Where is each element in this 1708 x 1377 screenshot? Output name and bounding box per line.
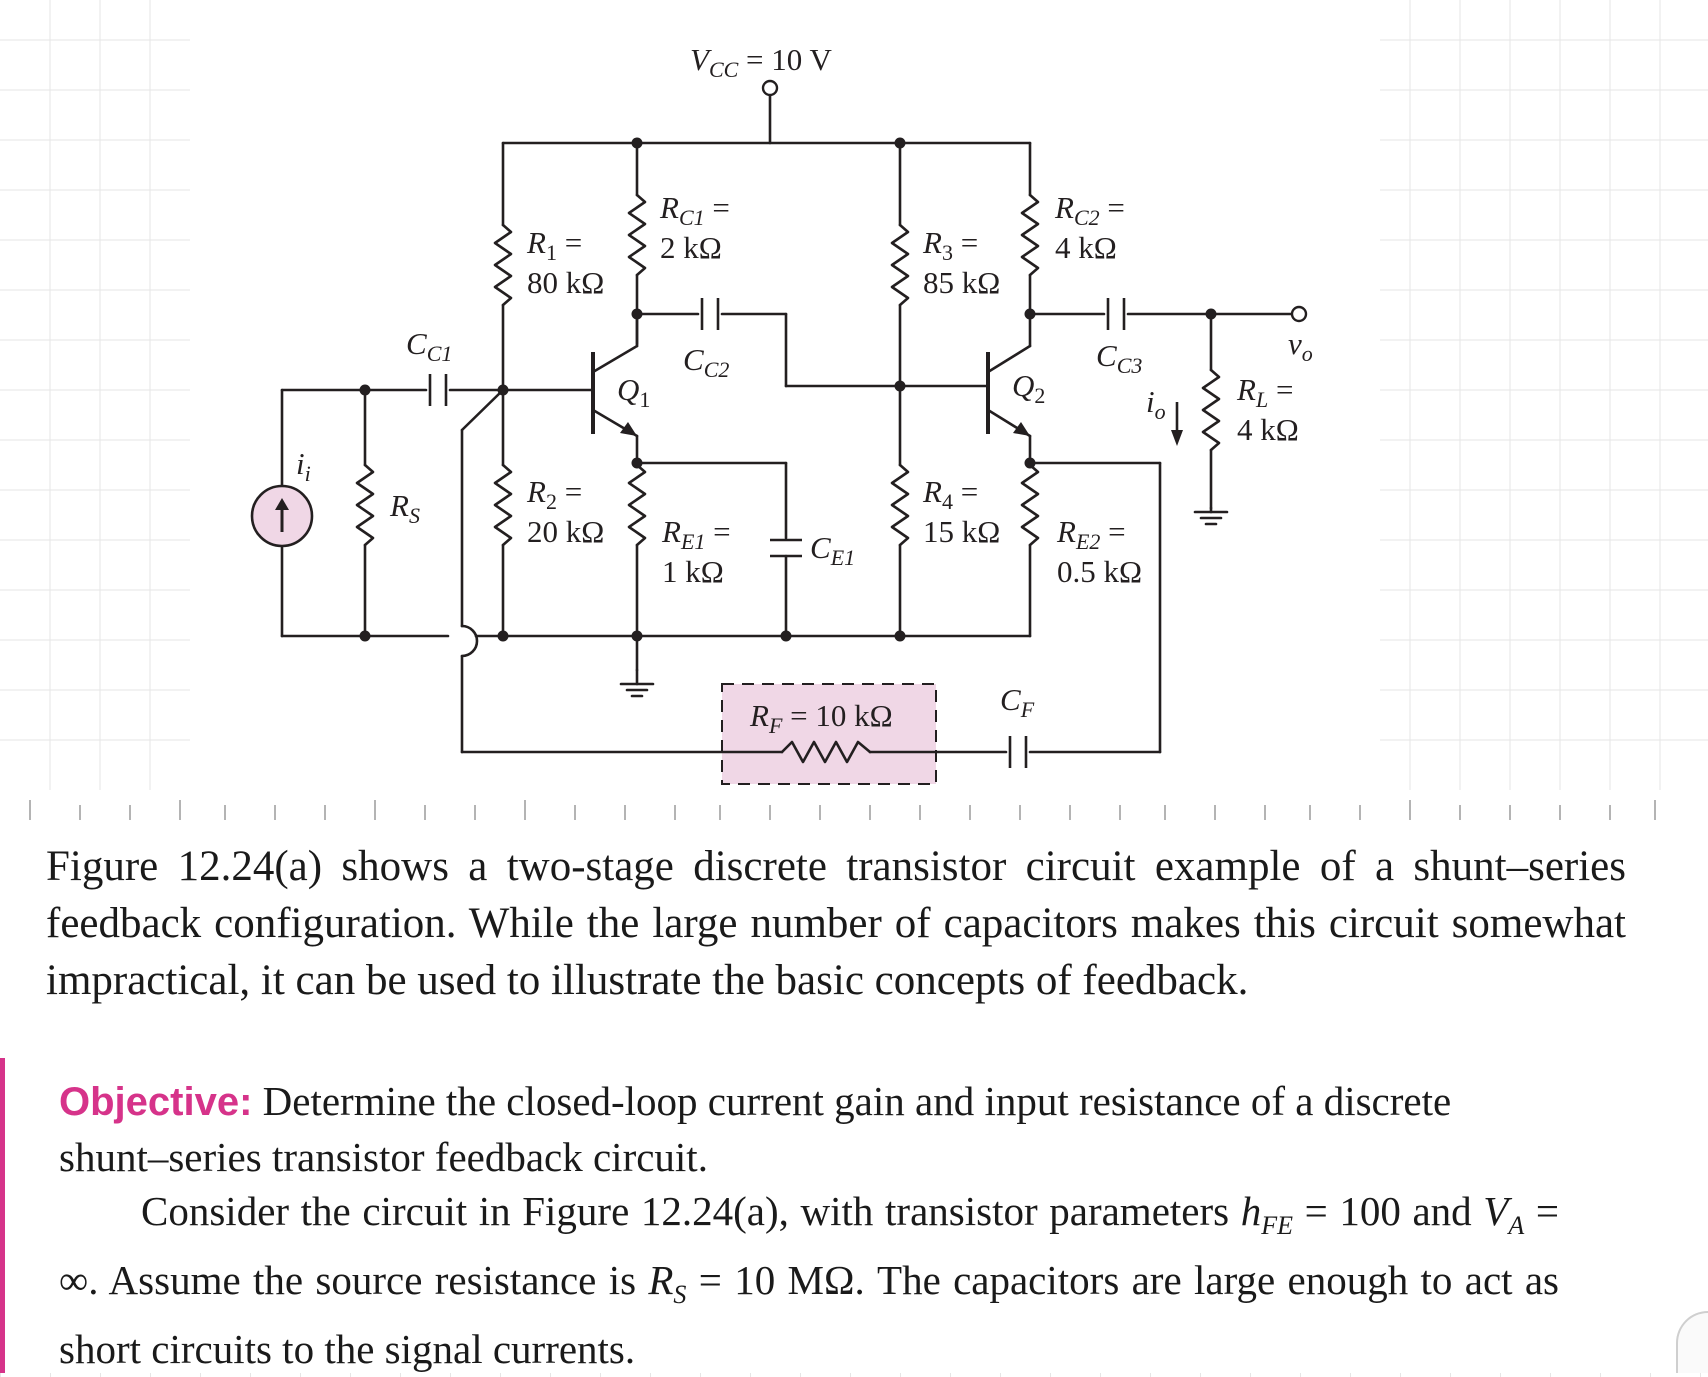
rf-label: RF = 10 kΩ	[749, 698, 893, 738]
junction-dots	[359, 137, 1217, 642]
rc1-value: 2 kΩ	[660, 230, 722, 265]
va-subscript: A	[1508, 1211, 1525, 1241]
transistors	[591, 352, 1030, 436]
cc3-label: CC3	[1096, 338, 1142, 378]
consider-text-2: = 100 and	[1292, 1188, 1484, 1234]
objective-label: Objective:	[59, 1080, 253, 1124]
consider-text-3: = ∞. Assume the source resistance is	[59, 1188, 1559, 1304]
io-label: io	[1146, 384, 1166, 424]
re1-value: 1 kΩ	[662, 554, 724, 589]
rl-resistor	[1201, 368, 1221, 452]
q1-label: Q1	[617, 372, 650, 412]
circuit-diagram: VCC = 10 V RC1 = 2 kΩ R1 = 80 kΩ R3 = 85…	[0, 0, 1708, 820]
q2-emitter-arrow	[1013, 422, 1030, 436]
consider-text-1: Consider the circuit in Figure 12.24(a),…	[141, 1188, 1241, 1234]
r1-value: 80 kΩ	[527, 265, 604, 300]
rs-label: RS	[389, 488, 420, 528]
rc2-resistor	[1020, 193, 1040, 277]
re1-label: RE1 =	[661, 514, 731, 554]
io-arrow-icon	[1171, 430, 1183, 446]
r4-label: R4 =	[922, 474, 978, 514]
ii-label: ii	[296, 446, 311, 486]
vcc-terminal	[761, 79, 779, 97]
re2-label: RE2 =	[1056, 514, 1126, 554]
source-arrow-icon	[275, 498, 289, 510]
example-box: Objective: Determine the closed-loop cur…	[0, 1058, 1708, 1373]
rs-symbol: R	[648, 1257, 674, 1304]
r3-resistor	[890, 223, 910, 307]
consider-paragraph: Consider the circuit in Figure 12.24(a),…	[59, 1184, 1559, 1377]
vo-terminal	[1290, 305, 1308, 323]
r4-resistor	[890, 463, 910, 547]
r1-resistor	[493, 223, 513, 307]
re2-value: 0.5 kΩ	[1057, 554, 1142, 589]
rs-subscript: S	[673, 1280, 687, 1310]
objective-block: Objective: Determine the closed-loop cur…	[59, 1074, 1559, 1185]
rc2-value: 4 kΩ	[1055, 230, 1117, 265]
rs-resistor	[355, 463, 375, 547]
r2-resistor	[493, 463, 513, 547]
capacitors	[428, 298, 1126, 768]
q2-label: Q2	[1012, 368, 1045, 408]
hfe-symbol: h	[1240, 1188, 1262, 1234]
figure-description-paragraph: Figure 12.24(a) shows a two-stage discre…	[46, 843, 1626, 1004]
r1-label: R1 =	[526, 225, 582, 265]
consider-text-4: = 10 MΩ. The capacitors are large enough…	[59, 1257, 1560, 1373]
vcc-label: VCC = 10 V	[690, 42, 832, 82]
rf-resistor	[780, 740, 872, 764]
objective-body: Determine the closed-loop current gain a…	[59, 1078, 1452, 1180]
cc2-label: CC2	[683, 342, 729, 382]
re2-resistor	[1020, 463, 1040, 547]
rc1-label: RC1 =	[659, 190, 730, 230]
r2-value: 20 kΩ	[527, 514, 604, 549]
ruler-ticks	[29, 800, 1656, 820]
re1-resistor	[627, 463, 647, 547]
r4-value: 15 kΩ	[923, 514, 1000, 549]
r2-label: R2 =	[526, 474, 582, 514]
ground-symbols	[619, 510, 1229, 698]
hfe-subscript: FE	[1261, 1211, 1293, 1241]
cf-label: CF	[1000, 682, 1035, 722]
ce1-label: CE1	[810, 530, 855, 570]
cc1-label: CC1	[406, 326, 452, 366]
va-symbol: V	[1483, 1188, 1509, 1234]
q1-emitter-arrow	[620, 422, 637, 436]
vo-label: vo	[1288, 326, 1313, 366]
r3-value: 85 kΩ	[923, 265, 1000, 300]
rc2-label: RC2 =	[1054, 190, 1125, 230]
r3-label: R3 =	[922, 225, 978, 265]
rf-highlight-box	[721, 683, 937, 785]
rl-value: 4 kΩ	[1237, 412, 1299, 447]
rl-label: RL =	[1236, 372, 1293, 412]
resistors	[355, 193, 1221, 764]
rc1-resistor	[627, 193, 647, 277]
